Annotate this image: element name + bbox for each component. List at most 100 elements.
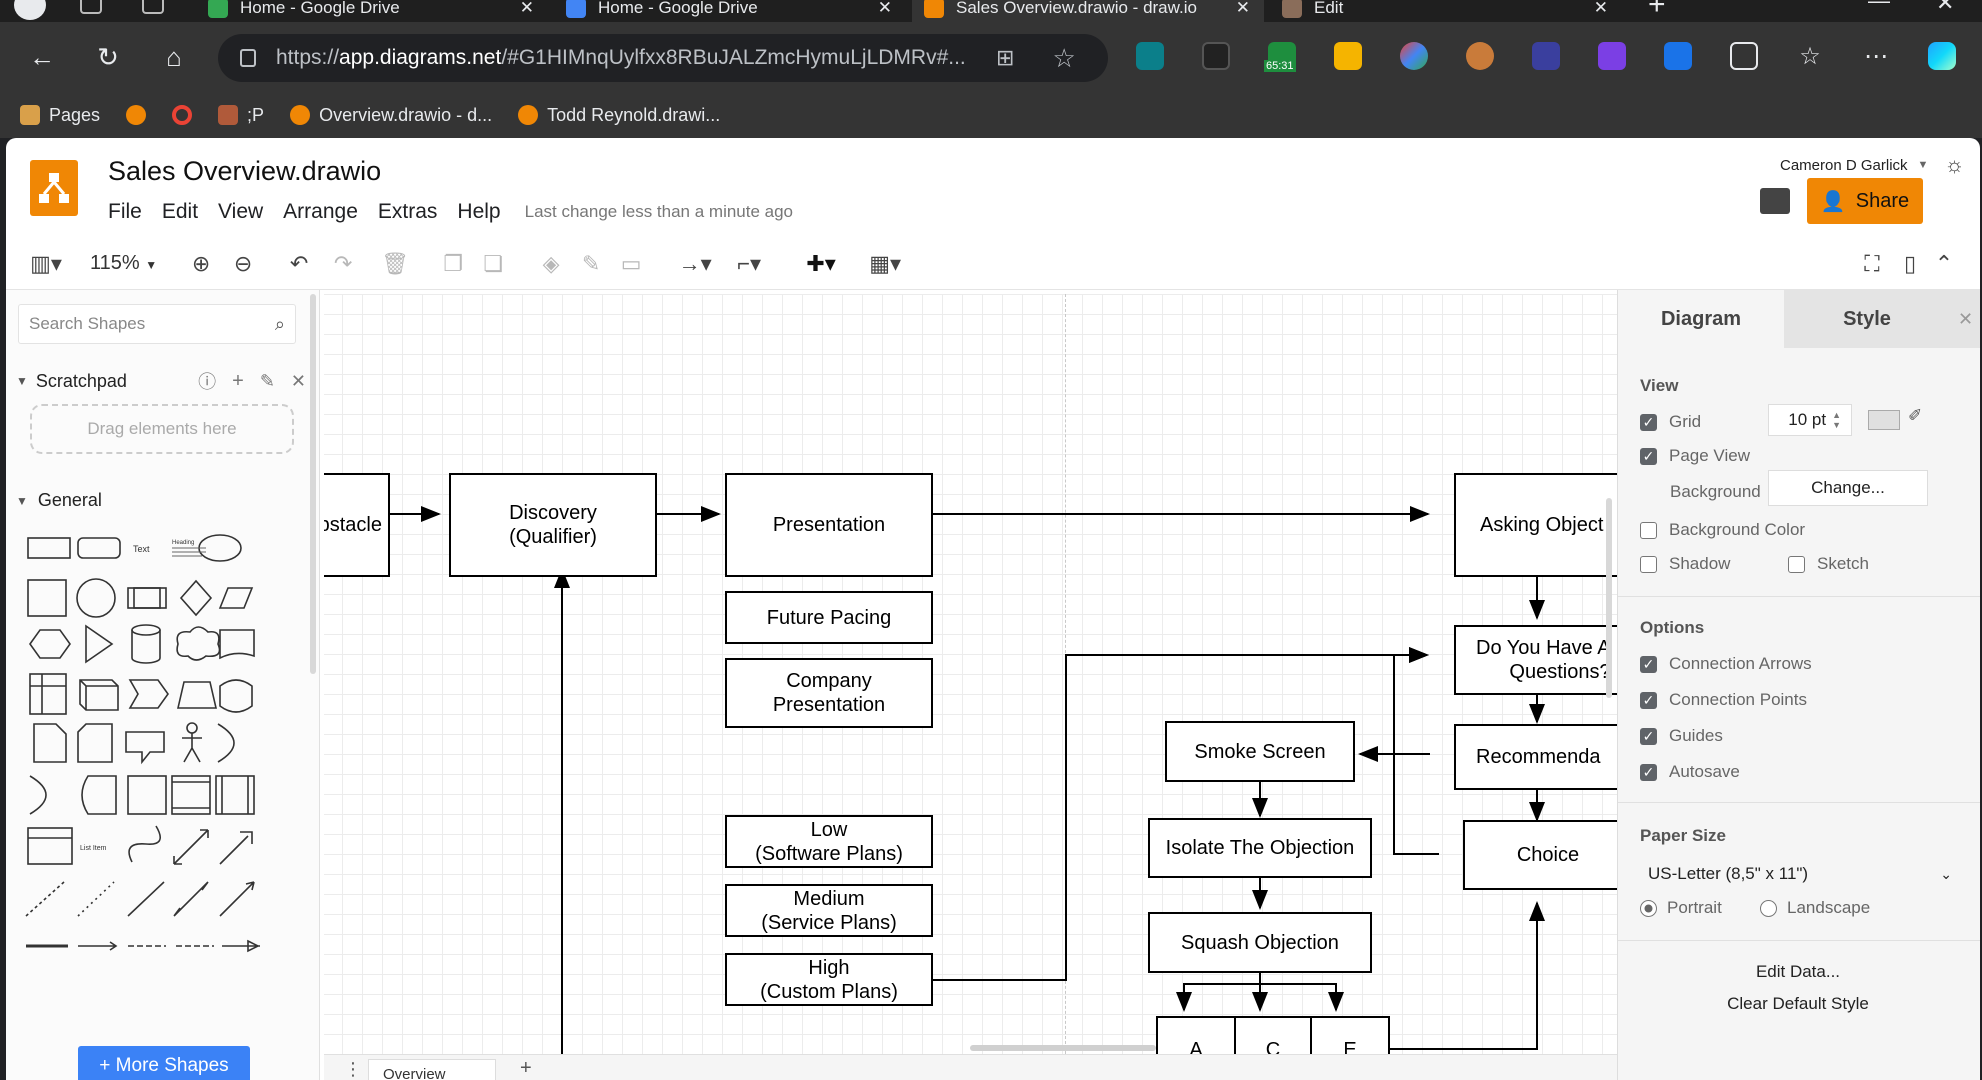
menu-view[interactable]: View xyxy=(218,200,264,223)
change-background-button[interactable]: Change... xyxy=(1768,470,1928,506)
new-tab-icon[interactable]: + xyxy=(1648,0,1666,21)
add-page-icon[interactable]: + xyxy=(520,1057,532,1079)
grid-checkbox[interactable]: ✓Grid xyxy=(1640,412,1701,432)
node-recommendation[interactable]: Recommenda xyxy=(1454,724,1617,790)
node-company-presentation[interactable]: Company Presentation xyxy=(725,658,933,728)
connection-arrows-checkbox[interactable]: ✓Connection Arrows xyxy=(1640,654,1812,674)
home-icon[interactable]: ⌂ xyxy=(166,41,182,72)
app-available-icon[interactable]: ⊞ xyxy=(996,45,1015,70)
grid-color-swatch[interactable] xyxy=(1868,410,1900,430)
close-window-icon[interactable]: ✕ xyxy=(1936,0,1955,15)
node-obstacle[interactable]: bstacle xyxy=(324,473,390,577)
bookmark-todd[interactable]: Todd Reynold.drawi... xyxy=(518,105,720,126)
shadow-checkbox[interactable]: Shadow xyxy=(1640,554,1730,574)
redo-icon[interactable]: ↷ xyxy=(333,250,353,276)
edit-data-button[interactable]: Edit Data... xyxy=(1638,956,1958,988)
page-tab-overview[interactable]: Overview xyxy=(368,1059,496,1080)
to-front-icon[interactable]: ❐ xyxy=(443,250,463,276)
bookmark-pages[interactable]: Pages xyxy=(20,105,100,126)
drawio-logo[interactable] xyxy=(30,160,78,216)
minimize-icon[interactable]: — xyxy=(1868,0,1890,13)
sketch-checkbox[interactable]: Sketch xyxy=(1788,554,1869,574)
browser-tab-2[interactable]: Home - Google Drive ✕ xyxy=(554,0,906,22)
workspaces-icon[interactable] xyxy=(80,0,102,14)
zoom-out-icon[interactable]: ⊖ xyxy=(233,250,253,276)
line-color-icon[interactable]: ✎ xyxy=(581,250,601,276)
close-panel-icon[interactable]: ✕ xyxy=(1950,290,1980,348)
insert-icon[interactable]: ✚▾ xyxy=(806,250,836,276)
node-isolate-objection[interactable]: Isolate The Objection xyxy=(1148,818,1372,878)
waypoints-icon[interactable]: ⌐▾ xyxy=(737,250,762,276)
paper-size-select[interactable]: US-Letter (8,5" x 11")⌄ xyxy=(1648,864,1952,883)
sidebar-scrollbar[interactable] xyxy=(310,294,316,674)
menu-help[interactable]: Help xyxy=(457,200,501,223)
edit-pencil-icon[interactable]: ✎ xyxy=(259,370,275,391)
bookmark-google[interactable] xyxy=(172,105,193,125)
to-back-icon[interactable]: ❏ xyxy=(483,250,503,276)
menu-arrange[interactable]: Arrange xyxy=(283,200,358,223)
page-view-checkbox[interactable]: ✓Page View xyxy=(1640,446,1750,466)
fullscreen-icon[interactable]: ⛶ xyxy=(1864,251,1880,276)
grid-size-input[interactable]: 10 pt▲▼ xyxy=(1768,404,1852,436)
tab-diagram[interactable]: Diagram xyxy=(1618,290,1784,348)
clear-default-style-button[interactable]: Clear Default Style xyxy=(1638,988,1958,1020)
node-presentation[interactable]: Presentation xyxy=(725,473,933,577)
copilot-icon[interactable] xyxy=(1928,42,1956,70)
close-tab-icon[interactable]: ✕ xyxy=(877,0,892,17)
menu-extras[interactable]: Extras xyxy=(377,200,438,223)
node-medium[interactable]: Medium (Service Plans) xyxy=(725,884,933,937)
vertical-scrollbar[interactable] xyxy=(1606,498,1612,698)
address-bar[interactable]: https://app.diagrams.net/#G1HIMnqUylfxx8… xyxy=(218,34,1108,82)
extension-pen-icon[interactable] xyxy=(1202,42,1230,70)
node-a[interactable]: A xyxy=(1156,1016,1236,1054)
close-tab-icon[interactable]: ✕ xyxy=(1235,0,1250,17)
bookmark-p[interactable]: ;P xyxy=(218,105,264,126)
zoom-in-icon[interactable]: ⊕ xyxy=(191,250,211,276)
bookmark-overview[interactable]: Overview.drawio - d... xyxy=(290,105,492,126)
guides-checkbox[interactable]: ✓Guides xyxy=(1640,726,1723,746)
browser-tab-4[interactable]: Edit ✕ xyxy=(1270,0,1622,22)
landscape-radio[interactable]: Landscape xyxy=(1760,898,1870,918)
last-change-status[interactable]: Last change less than a minute ago xyxy=(524,202,794,221)
extension-color-icon[interactable] xyxy=(1400,42,1428,70)
general-shapes-palette[interactable]: Text Heading List Item xyxy=(22,526,302,956)
portrait-radio[interactable]: Portrait xyxy=(1640,898,1722,918)
close-icon[interactable]: ✕ xyxy=(290,370,306,391)
shadow-icon[interactable]: ▭ xyxy=(620,250,642,276)
theme-sun-icon[interactable]: ☼ xyxy=(1944,152,1965,177)
delete-icon[interactable]: 🗑 xyxy=(381,250,410,276)
extensions-puzzle-icon[interactable] xyxy=(1730,42,1758,70)
node-squash-objection[interactable]: Squash Objection xyxy=(1148,912,1372,973)
node-discovery[interactable]: Discovery (Qualifier) xyxy=(449,473,657,577)
user-menu[interactable]: Cameron D Garlick ▼ ☼ xyxy=(1780,152,1965,178)
share-button[interactable]: 👤Share xyxy=(1807,178,1923,224)
node-choice[interactable]: Choice xyxy=(1463,820,1617,890)
extension-timer-icon[interactable]: 65:31 xyxy=(1264,42,1296,72)
favorite-star-icon[interactable]: ☆ xyxy=(1052,42,1076,73)
eyedropper-icon[interactable]: ✐ xyxy=(1908,406,1923,425)
close-tab-icon[interactable]: ✕ xyxy=(1593,0,1608,17)
more-shapes-button[interactable]: + More Shapes xyxy=(78,1046,250,1080)
search-icon[interactable]: ⌕ xyxy=(274,313,285,334)
browser-tab-3[interactable]: Sales Overview.drawio - draw.io ✕ xyxy=(912,0,1264,22)
extension-tag-icon[interactable] xyxy=(1664,42,1692,70)
help-icon[interactable]: ⓘ xyxy=(198,372,217,392)
node-high[interactable]: High (Custom Plans) xyxy=(725,953,933,1006)
scratchpad-drop-area[interactable]: Drag elements here xyxy=(30,404,294,454)
close-tab-icon[interactable]: ✕ xyxy=(519,0,534,17)
table-icon[interactable]: ▦▾ xyxy=(869,250,902,276)
bookmark-drawio[interactable] xyxy=(126,105,147,125)
extension-people-icon[interactable] xyxy=(1334,42,1362,70)
search-shapes-field[interactable]: Search Shapes ⌕ xyxy=(18,304,296,344)
undo-icon[interactable]: ↶ xyxy=(289,250,309,276)
zoom-select[interactable]: 115% ▼ xyxy=(90,252,158,274)
scratchpad-header[interactable]: ▼ Scratchpad ⓘ + ✎ ✕ xyxy=(16,368,306,394)
format-panel-icon[interactable]: ▯ xyxy=(1903,251,1917,276)
node-asking-objections[interactable]: Asking Object xyxy=(1454,473,1617,577)
menu-file[interactable]: File xyxy=(108,200,142,223)
connection-points-checkbox[interactable]: ✓Connection Points xyxy=(1640,690,1807,710)
tab-actions-icon[interactable] xyxy=(142,0,164,14)
node-questions[interactable]: Do You Have A Questions? xyxy=(1454,625,1617,695)
fill-color-icon[interactable]: ◈ xyxy=(542,250,560,276)
more-menu-icon[interactable]: ⋯ xyxy=(1864,43,1888,70)
